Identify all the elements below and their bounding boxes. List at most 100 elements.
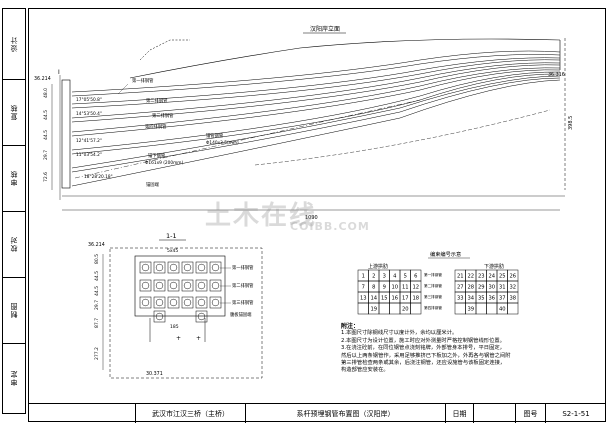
- numbering-cell: [507, 302, 519, 315]
- note-line-4: 然后以上两条钢管作，采用足够推挤已下板加之外，外再各与钢管之间附: [341, 352, 511, 359]
- svg-text:44.5: 44.5: [43, 110, 49, 120]
- section-pipe-circle: [211, 281, 220, 290]
- signoff-sidebar: 设计 复核 审核 校对 制图 审定: [2, 8, 26, 414]
- note-line-6: 构造部管应安装在。: [341, 367, 389, 374]
- length-bottom: 1090: [305, 215, 318, 221]
- svg-text:Φ161x9 (200mm): Φ161x9 (200mm): [145, 160, 183, 166]
- svg-text:第二排钢管: 第二排钢管: [146, 97, 168, 104]
- section-title: 1-1: [166, 232, 177, 240]
- svg-text:44.5: 44.5: [94, 271, 100, 281]
- section-pipe-box: [209, 296, 222, 309]
- note-line-3: 3.在浇注砼前，在同位钢管点浇刻铭牌，外部管身本排号，平日固定，: [341, 345, 505, 352]
- section-pipe-box: [167, 279, 180, 292]
- numbering-title: 编束编号示意: [430, 250, 461, 258]
- angle-labels: 17°05'50.8" 14°53'50.4" 12°41'57.2" 11°0…: [76, 97, 113, 180]
- numbering-cell-label: 1: [362, 274, 365, 280]
- section-pipe-box: [181, 261, 194, 274]
- numbering-cell-label: 26: [509, 274, 516, 280]
- numbering-cell-label: 8: [372, 285, 375, 291]
- numbering-cell-label: 11: [402, 285, 409, 291]
- numbering-cell: [410, 302, 422, 315]
- svg-text:80.5: 80.5: [94, 254, 100, 264]
- numbering-cell-label: 22: [467, 274, 474, 280]
- numbering-cell-label: 10: [391, 285, 398, 291]
- section-pipe-circle: [183, 298, 192, 307]
- section-pipe-grid: [139, 261, 222, 323]
- numbering-row-labels: 第一排钢管 第二排钢管 第三排钢管 第四排钢管: [424, 272, 442, 310]
- section-bottom-dim: 185: [170, 324, 179, 330]
- section-pipe-circle: [197, 263, 206, 272]
- title-block-spacer: [28, 404, 136, 423]
- section-top-dim: 5x45: [167, 248, 178, 254]
- svg-text:14°53'50.4": 14°53'50.4": [76, 111, 102, 117]
- section-pipe-circle: [197, 281, 206, 290]
- section-pipe-circle: [211, 298, 220, 307]
- section-pipe-circle: [197, 298, 206, 307]
- elev-top-right: 36.316: [548, 72, 565, 78]
- section-pipe-box: [195, 310, 208, 323]
- numbering-cell-label: 34: [467, 296, 474, 302]
- section-pipe-box: [209, 279, 222, 292]
- section-pipe-circle: [155, 281, 164, 290]
- svg-text:第一排钢管: 第一排钢管: [132, 77, 154, 84]
- section-elev-top: 36.214: [88, 242, 105, 248]
- svg-text:第二排钢管: 第二排钢管: [232, 282, 254, 289]
- left-dims: 48.0 44.5 44.5 29.7 72.6: [43, 84, 53, 190]
- numbering-cell-label: 28: [467, 285, 474, 291]
- pipe-bundle: [71, 50, 561, 187]
- numbering-cell-label: 6: [414, 274, 417, 280]
- section-pipe-box: [167, 261, 180, 274]
- svg-text:第四排钢管: 第四排钢管: [424, 305, 442, 310]
- svg-text:第三排钢管: 第三排钢管: [424, 294, 442, 299]
- svg-text:+: +: [176, 335, 181, 342]
- numbering-cell-label: 30: [488, 285, 495, 291]
- svg-text:44.5: 44.5: [94, 286, 100, 296]
- section-pipe-circle: [169, 263, 178, 272]
- numbering-cell-label: 2: [372, 274, 375, 280]
- anchor-block: [61, 79, 71, 189]
- sidebar-cell-2: 复核: [3, 79, 25, 146]
- note-line-1: 1.本图尺寸除钢线尺寸以度计外，余均以厘米计。: [341, 330, 458, 337]
- numbering-cell-label: 36: [488, 296, 495, 302]
- notes-block: 附注： 1.本图尺寸除钢线尺寸以度计外，余均以厘米计。 2.本图尺寸为设计位置，…: [341, 323, 531, 375]
- svg-text:第三排钢管: 第三排钢管: [152, 112, 174, 119]
- svg-text:29.7: 29.7: [94, 300, 100, 310]
- section-pipe-box: [153, 261, 166, 274]
- svg-text:18°28'20.18": 18°28'20.18": [84, 174, 113, 180]
- sidebar-cell-5: 制图: [3, 277, 25, 344]
- numbering-cell: [454, 302, 466, 315]
- section-block: [134, 255, 226, 317]
- downstream-title: 下游拱肋: [484, 263, 504, 270]
- numbering-cell-label: 25: [499, 274, 506, 280]
- callout-labels: 第一排钢管 第二排钢管 第三排钢管 第四排钢管 锚管钢管 Φ140x3.5(mm…: [117, 77, 239, 188]
- numbering-cell-label: 14: [370, 296, 377, 302]
- section-mark-top: I: [58, 69, 60, 76]
- numbering-cell-label: 29: [478, 285, 485, 291]
- numbering-cell-label: 12: [412, 285, 419, 291]
- svg-text:+: +: [196, 335, 201, 342]
- section-left-dims: 80.5 44.5 44.5 29.7 87.7 277.2: [94, 254, 104, 370]
- section-pipe-circle: [169, 298, 178, 307]
- svg-text:锚固端: 锚固端: [146, 181, 160, 188]
- drawing-no-label: 图号: [516, 404, 546, 423]
- svg-text:87.7: 87.7: [94, 318, 100, 328]
- numbering-cell-label: 23: [478, 274, 485, 280]
- svg-text:72.6: 72.6: [43, 172, 49, 182]
- svg-text:第三排钢管: 第三排钢管: [232, 299, 254, 306]
- numbering-cell-label: 27: [457, 285, 464, 291]
- svg-text:12°41'57.2": 12°41'57.2": [76, 138, 102, 144]
- numbering-cell-label: 15: [381, 296, 388, 302]
- title-block: 武汉市江汉三桥（主桥） 系杆预埋钢管布置图（汉阳岸） 日期 图号 S2-1-51: [28, 403, 606, 423]
- section-pipe-box: [181, 279, 194, 292]
- section-row-labels: 第一排钢管 第二排钢管 第三排钢管 腹板锚固端: [220, 264, 254, 318]
- section-pipe-circle: [183, 281, 192, 290]
- numbering-cell-label: 37: [499, 296, 506, 302]
- drawing-name: 系杆预埋钢管布置图（汉阳岸）: [246, 404, 446, 423]
- watermark-sub: COIBB.COM: [290, 220, 370, 233]
- svg-text:Φ140x3.5(mm): Φ140x3.5(mm): [206, 140, 239, 146]
- section-pipe-box: [195, 279, 208, 292]
- svg-text:第一排钢管: 第一排钢管: [232, 264, 254, 271]
- numbering-cell-label: 31: [499, 285, 506, 291]
